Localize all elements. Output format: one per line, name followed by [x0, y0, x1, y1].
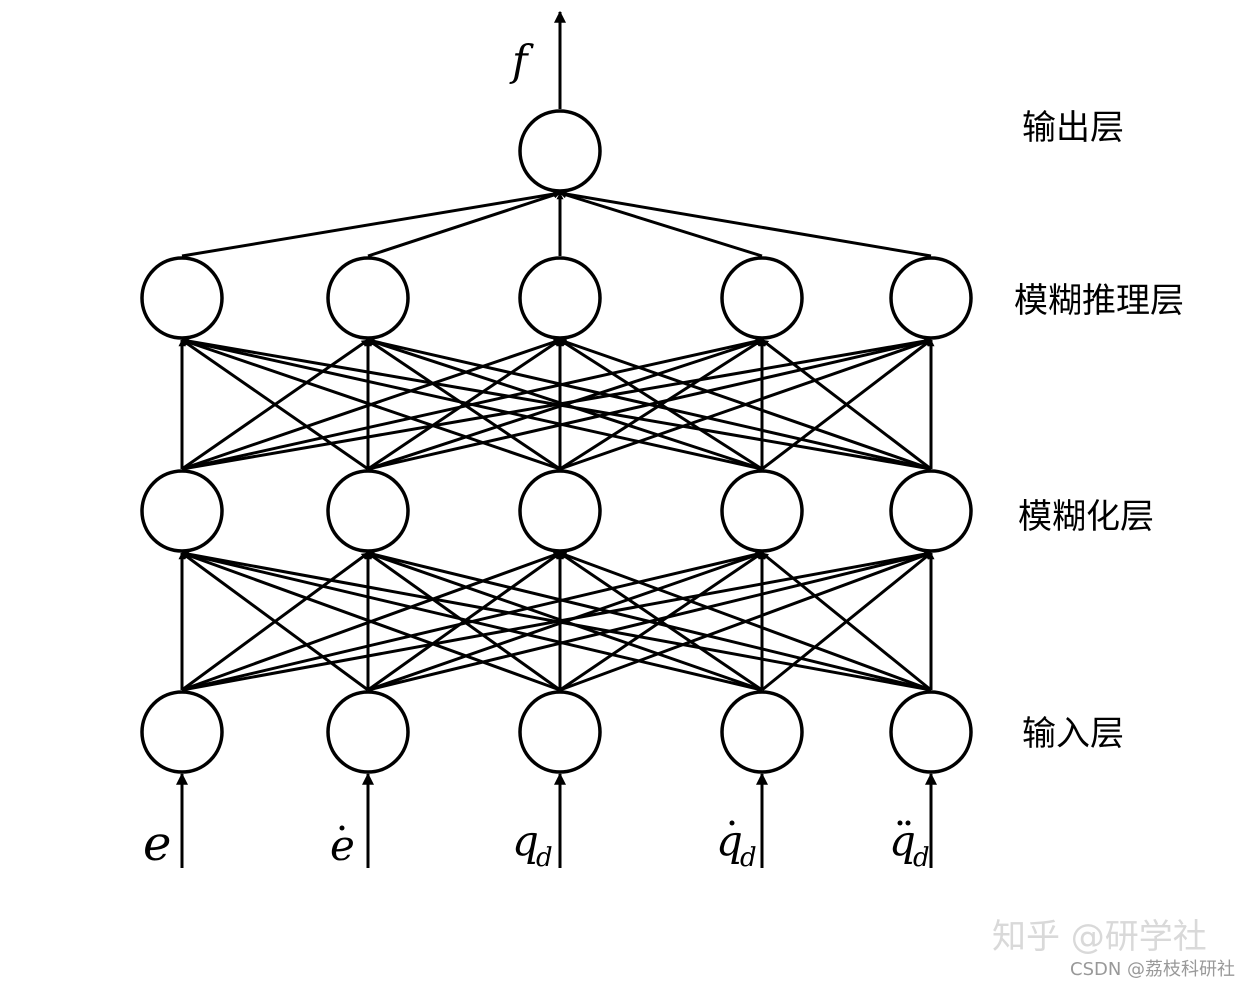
rule-node-0	[140, 256, 224, 340]
input-node-2	[518, 690, 602, 774]
edge-rule-1-output	[367, 191, 561, 258]
edge-rule-3-output	[559, 191, 763, 258]
edge-rule-4-output	[559, 190, 932, 258]
fuzzify-node-1	[326, 469, 410, 553]
input-node-0	[140, 690, 224, 774]
input-symbol-4: q d	[889, 816, 930, 873]
edge-fuzzify-4-rule-0	[181, 337, 932, 471]
edge-input-2-fuzzify-0	[181, 551, 561, 692]
edge-input-4-fuzzify-2	[559, 551, 932, 692]
rule-node-4	[889, 256, 973, 340]
edge-fuzzify-3-rule-0	[181, 337, 763, 471]
watermark-csdn: CSDN @荔枝科研社	[1070, 959, 1235, 980]
output-node	[518, 109, 602, 193]
rule-node-3	[720, 256, 804, 340]
layer-label-rule: 模糊推理层	[1014, 281, 1184, 321]
fuzzify-node-3	[720, 469, 804, 553]
edge-fuzzify-4-rule-1	[367, 337, 932, 471]
edge-rule-0-output	[181, 190, 561, 258]
edge-input-4-fuzzify-0	[181, 550, 932, 692]
svg-text:q: q	[716, 816, 743, 865]
edge-input-1-fuzzify-0	[181, 551, 369, 692]
edge-fuzzify-3-rule-2	[559, 338, 763, 471]
edge-fuzzify-2-rule-0	[181, 338, 561, 471]
input-symbol-2: q d	[512, 816, 553, 873]
edge-input-3-fuzzify-1	[367, 551, 763, 692]
connection-edges	[176, 10, 937, 868]
fuzzify-node-0	[140, 469, 224, 553]
rule-node-2	[518, 256, 602, 340]
network-nodes	[140, 109, 973, 774]
edge-fuzzify-4-rule-3	[761, 338, 932, 471]
input-symbol-1: e	[330, 821, 355, 870]
svg-text:d: d	[913, 843, 930, 873]
rule-node-1	[326, 256, 410, 340]
fuzzify-node-4	[889, 469, 973, 553]
fuzzify-node-2	[518, 469, 602, 553]
edge-fuzzify-2-rule-1	[367, 338, 561, 471]
input-node-4	[889, 690, 973, 774]
edge-input-4-fuzzify-3	[761, 551, 932, 692]
input-node-1	[326, 690, 410, 774]
watermark-zhihu: 知乎 @研学社	[992, 917, 1207, 957]
edge-input-4-fuzzify-1	[367, 551, 932, 692]
svg-text:d: d	[740, 843, 757, 873]
edge-input-3-fuzzify-0	[181, 551, 763, 692]
svg-text:d: d	[536, 843, 553, 873]
svg-text:e: e	[143, 816, 171, 872]
edge-fuzzify-1-rule-0	[181, 338, 369, 471]
svg-text:q: q	[512, 816, 539, 865]
edge-input-3-fuzzify-2	[559, 551, 763, 692]
layer-label-input: 输入层	[1022, 714, 1124, 754]
layer-label-output: 输出层	[1022, 108, 1124, 148]
output-symbol: f	[509, 36, 534, 85]
edge-input-2-fuzzify-1	[367, 551, 561, 692]
layer-label-fuzzify: 模糊化层	[1018, 497, 1154, 537]
input-symbol-3: q d	[716, 816, 757, 873]
svg-text:q: q	[889, 816, 916, 865]
edge-fuzzify-4-rule-2	[559, 338, 932, 471]
input-node-3	[720, 690, 804, 774]
input-symbol-0: e	[143, 816, 171, 872]
